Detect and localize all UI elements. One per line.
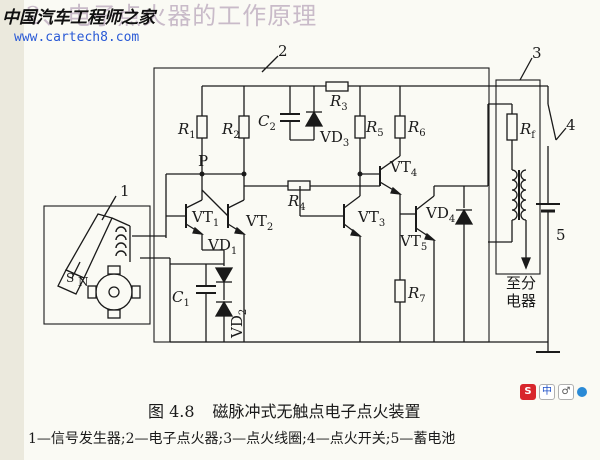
resistor-r2 — [238, 115, 250, 139]
zener-diode-vd2 — [214, 300, 234, 317]
diode-vd4 — [454, 208, 474, 225]
page-title: 2、电子点火器的工作原理 — [26, 2, 318, 30]
primary-winding — [511, 169, 518, 221]
resistor-r1 — [196, 115, 208, 139]
label-vd4: VD4 — [425, 204, 455, 225]
resistor-r7 — [394, 279, 406, 303]
figure-legend: 1—信号发生器;2—电子点火器;3—点火线圈;4—点火开关;5—蓄电池 — [28, 431, 456, 447]
label-vt1: VT1 — [191, 208, 219, 229]
label-r4: R4 — [287, 192, 306, 213]
resistor-r5 — [354, 115, 366, 139]
ignition-switch — [547, 103, 557, 141]
resistor-rf — [506, 113, 518, 141]
label-c1: C1 — [172, 288, 190, 309]
transistor-vt3 — [350, 228, 363, 237]
punctuation-icon[interactable]: ♂ — [558, 384, 574, 400]
label-p: P — [198, 152, 208, 170]
transistor-vt4 — [390, 186, 403, 195]
sogou-logo-icon[interactable]: S — [520, 384, 536, 400]
resistor-r6 — [394, 115, 406, 139]
label-r2: R2 — [221, 120, 240, 141]
signal-generator-box — [43, 205, 151, 325]
transistor-vt2 — [234, 226, 247, 235]
transistor-vt1 — [192, 226, 205, 235]
zener-diode-vd3 — [304, 110, 324, 127]
callout-4: 4 — [566, 116, 576, 134]
callout-1: 1 — [120, 182, 130, 200]
site-url[interactable]: www.cartech8.com — [14, 30, 140, 45]
transistor-vt5 — [424, 232, 437, 241]
label-vt5: VT5 — [399, 232, 427, 253]
sensor-coil — [115, 226, 127, 257]
label-vd1: VD1 — [207, 236, 237, 257]
language-toggle-button[interactable]: 中 — [539, 384, 555, 400]
label-magnet-n: N — [78, 275, 89, 289]
resistor-r3 — [325, 81, 349, 92]
label-vt3: VT3 — [357, 208, 385, 229]
figure-number: 图 4.8 — [148, 402, 195, 421]
label-c2: C2 — [258, 112, 276, 133]
label-rf: Rf — [519, 120, 536, 141]
input-method-toolbar[interactable]: S 中 ♂ — [520, 384, 587, 400]
label-r1: R1 — [177, 120, 196, 141]
label-vt4: VT4 — [389, 158, 417, 179]
figure-title: 磁脉冲式无触点电子点火装置 — [212, 402, 421, 421]
callout-2: 2 — [278, 42, 288, 60]
label-r3: R3 — [329, 92, 348, 113]
label-magnet-s: S — [66, 271, 74, 285]
callout-5: 5 — [556, 226, 566, 244]
site-watermark: 中国汽车工程师之家 — [2, 8, 155, 28]
ignition-coil-box — [495, 79, 541, 275]
secondary-winding — [520, 169, 527, 221]
settings-dot-icon[interactable] — [577, 387, 587, 397]
diode-vd1 — [214, 267, 234, 284]
label-r6: R6 — [407, 118, 426, 139]
label-to-distributor-2: 电器 — [506, 292, 536, 310]
label-vt2: VT2 — [245, 212, 273, 233]
figure-caption: 图 4.8 磁脉冲式无触点电子点火装置 — [148, 398, 421, 422]
magnet-core — [65, 213, 113, 279]
label-r5: R5 — [365, 118, 384, 139]
resistor-r4 — [287, 180, 311, 191]
label-to-distributor-1: 至分 — [506, 274, 536, 292]
left-rail — [0, 0, 24, 460]
callout-3: 3 — [532, 44, 542, 62]
label-r7: R7 — [407, 284, 426, 305]
label-vd2: VD2 — [228, 309, 249, 339]
label-vd3: VD3 — [319, 128, 349, 149]
